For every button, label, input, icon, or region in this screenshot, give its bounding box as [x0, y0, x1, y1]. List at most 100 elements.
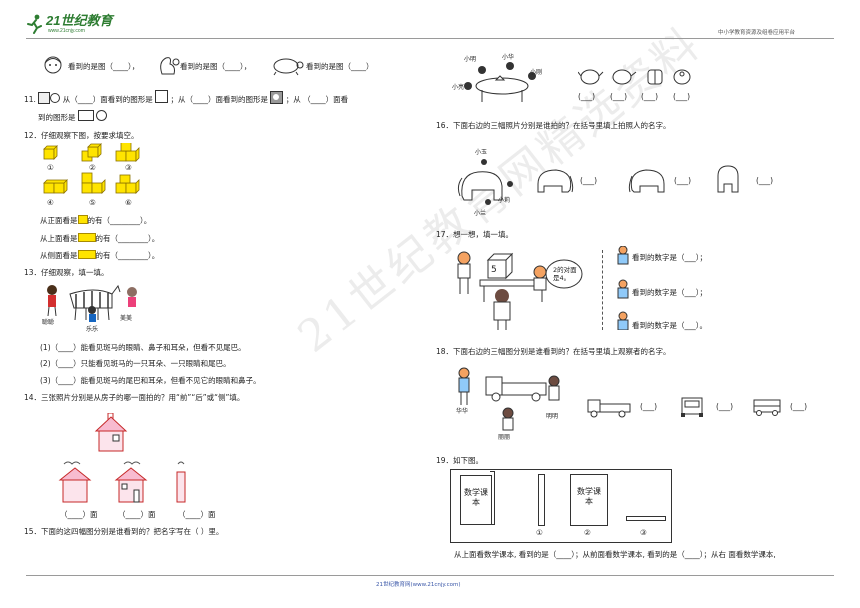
child-face-icon [44, 56, 62, 74]
truck-scene [458, 367, 560, 431]
q13-item-3: (3)（____）能看见斑马的尾巴和耳朵，但看不见它的眼睛和鼻子。 [40, 376, 261, 385]
q14-blank-3: （____）面 [178, 510, 216, 519]
q19-label-2: ② [584, 528, 591, 537]
book-top-view [626, 516, 666, 521]
square-answer-icon [155, 90, 169, 103]
name-xiaoming: 小明 [464, 56, 477, 63]
q16-blank-3: (___) [756, 176, 774, 185]
name-xiaohua: 小华 [502, 54, 515, 61]
q10-text-a: 看到的是图（____）， [68, 62, 140, 71]
q13-title: 13．仔细观察，填一填。 [24, 268, 109, 277]
q19-title: 19．如下图。 [436, 456, 484, 465]
q12-label-3: ③ [125, 163, 132, 172]
ball-shape-icon [50, 93, 61, 103]
q15-title: 15．下面的这四幅图分别是谁看到的？把名字写在（ ）里。 [24, 527, 224, 536]
yellow-square-icon [77, 215, 88, 224]
name-xiaoli: 小莉 [498, 197, 511, 204]
house-back-icon [58, 461, 92, 503]
house-main-icon [94, 413, 128, 452]
book-3d-text: 数学课本 [464, 488, 488, 507]
kid-views-icons [617, 246, 629, 330]
q12-label-1: ① [47, 163, 54, 172]
q17-divider [602, 250, 603, 330]
elephant-side-icon [537, 169, 574, 193]
header-rule [26, 38, 834, 39]
q18-blank-2: (___) [716, 402, 734, 411]
name-lili: 丽丽 [498, 434, 511, 441]
cube-figures [43, 143, 140, 194]
q12-label-4: ④ [47, 198, 54, 207]
q19-bottom-text: 从上面看数学课本, 看到的是（____）；从前面看数学课本, 看到的是（____… [454, 550, 776, 559]
cube-table-scene [457, 251, 583, 330]
q19-label-1: ① [536, 528, 543, 537]
q18-blank-1: (___) [640, 402, 658, 411]
book-side-view [538, 474, 545, 526]
q15-blank-3: (___) [641, 92, 659, 101]
name-huahua: 华华 [456, 408, 469, 415]
q14-blank-2: （____）面 [118, 510, 156, 519]
name-xiaoyu: 小玉 [475, 149, 488, 156]
q12-front-line: 从正面看是的有（________）。 [40, 215, 152, 225]
logo-text: 21世纪教育 [46, 13, 113, 28]
q18-blank-3: (___) [790, 402, 808, 411]
q12-label-5: ⑤ [89, 198, 96, 207]
circle-answer-icon [96, 110, 108, 121]
q14-blank-1: （____）面 [60, 510, 98, 519]
truck-side-icon [587, 399, 631, 418]
book-3d-spine [490, 471, 495, 525]
square-circle-answer-icon [270, 91, 284, 104]
book-3d: 数学课本 [460, 475, 492, 525]
footer-rule [26, 575, 834, 576]
q12-side-line: 从侧面看是的有（________）。 [40, 250, 160, 260]
logo-url: www.21cnjy.com [48, 28, 85, 34]
q15-blank-4: (___) [673, 92, 691, 101]
turtle-icon [273, 58, 304, 76]
q10-text-b: 看到的是图（____）， [180, 62, 252, 71]
rect-answer-icon [77, 110, 94, 121]
q15-blank-2: (___) [610, 92, 628, 101]
name-congcong: 聪聪 [42, 319, 55, 326]
q16-blank-2: (___) [674, 176, 692, 185]
q17-row-2: 看到的数字是（___）； [632, 288, 707, 297]
q18-title: 18．下面右边的三幅图分别是谁看到的？在括号里填上观察者的名字。 [436, 347, 671, 356]
name-mingming: 明明 [546, 413, 559, 420]
q16-blank-1: (___) [580, 176, 598, 185]
house-front-icon [114, 461, 148, 503]
name-meimei: 美美 [120, 315, 133, 322]
name-lele: 乐乐 [86, 326, 99, 333]
header-logo: 21世纪教育 www.21cnjy.com [26, 12, 146, 36]
q19-frame [450, 469, 672, 543]
zebra-scene [47, 284, 137, 322]
yellow-double-square-icon [77, 250, 96, 259]
elephant-side2-icon [628, 169, 665, 193]
table-kids-scene [464, 62, 536, 102]
q13-item-1: (1)（____）能看见斑马的眼睛、鼻子和耳朵，但看不见尾巴。 [40, 343, 246, 352]
book-front-text: 数学课本 [577, 487, 601, 506]
header-right-text: 中小学教育资源及组卷应用平台 [718, 30, 796, 36]
name-xiaogang: 小刚 [530, 69, 543, 76]
q13-item-2: (2)（____）只能看见斑马的一只耳朵、一只眼睛和尾巴。 [40, 359, 231, 368]
truck-back-icon [753, 399, 781, 416]
runner-logo-icon [27, 14, 42, 34]
name-xiaolan: 小兰 [474, 210, 487, 217]
q10-text-c: 看到的是图（____） [306, 62, 374, 71]
yellow-double-square-icon [77, 233, 96, 242]
squirrel-icon [160, 57, 180, 75]
truck-front-icon [681, 397, 703, 417]
q17-title: 17．想一想，填一填。 [436, 230, 514, 239]
house-side-icon [176, 461, 186, 503]
q12-top-line: 从上面看是的有（________）。 [40, 233, 160, 243]
q14-title: 14．三张照片分别是从房子的哪一面拍的？用“前”“后”或“侧”填。 [24, 393, 245, 402]
q11-line2: 到的图形是 [38, 110, 108, 122]
q12-label-2: ② [89, 163, 96, 172]
q11-line1: 11. 从（____）面看到的图形是 ；从（____）面看到的图形是 ；从 （_… [24, 90, 348, 104]
speech-bubble-text: 2的对面是4。 [553, 266, 577, 283]
cube-shape-icon [38, 92, 51, 104]
book-front-view: 数学课本 [570, 474, 608, 526]
footer-text: 21世纪教育网(www.21cnjy.com) [376, 582, 461, 588]
q17-row-1: 看到的数字是（___）； [632, 253, 707, 262]
name-xiaoliang: 小亮 [452, 84, 465, 91]
elephant-back-icon [717, 165, 739, 193]
q15-blank-1: (___) [578, 92, 596, 101]
q12-label-6: ⑥ [125, 198, 132, 207]
